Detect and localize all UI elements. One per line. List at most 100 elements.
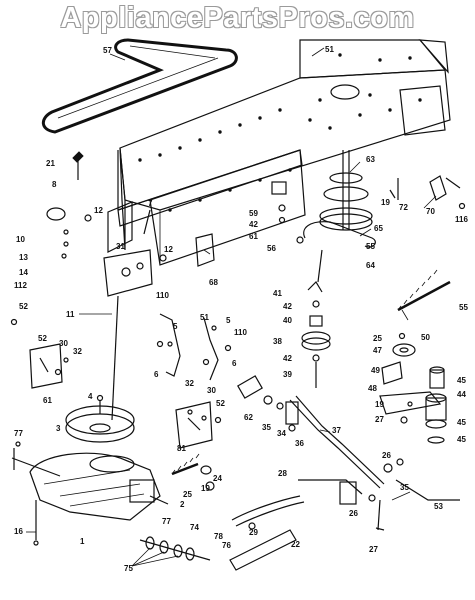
callout-50: 50 — [421, 333, 430, 342]
callout-55a: 55 — [366, 242, 375, 251]
callout-62: 62 — [244, 413, 253, 422]
callout-39: 39 — [283, 370, 292, 379]
watermark-text: AppliancePartsPros.com — [60, 2, 415, 34]
callout-5b: 5 — [226, 316, 231, 325]
drag-link — [229, 495, 305, 571]
callout-37: 37 — [332, 426, 341, 435]
callout-4: 4 — [88, 392, 93, 401]
knob-21 — [72, 151, 84, 163]
right-assembly — [379, 332, 447, 444]
callout-28: 28 — [278, 469, 287, 478]
callout-41: 41 — [273, 289, 282, 298]
washer-14 — [63, 241, 69, 247]
callout-34: 34 — [277, 429, 286, 438]
callout-75: 75 — [124, 564, 133, 573]
callout-12b: 12 — [164, 245, 173, 254]
shift-rod-11 — [111, 295, 119, 421]
callout-25a: 25 — [373, 334, 382, 343]
callout-5a: 5 — [173, 322, 178, 331]
transaxle-pulley — [65, 394, 135, 443]
callout-3: 3 — [56, 424, 61, 433]
callout-13: 13 — [19, 253, 28, 262]
callout-19a: 19 — [381, 198, 390, 207]
callout-112: 112 — [14, 281, 27, 290]
callout-61a: 61 — [249, 232, 258, 241]
callout-26a: 26 — [382, 451, 391, 460]
callout-29: 29 — [249, 528, 258, 537]
callout-51b: 51 — [200, 313, 209, 322]
callout-61b: 61 — [43, 396, 52, 405]
idler-bracket — [303, 221, 376, 248]
brake-linkage — [298, 458, 460, 531]
screw-61a — [278, 216, 286, 224]
callout-53: 53 — [434, 502, 443, 511]
callout-14: 14 — [19, 268, 28, 277]
callout-19c: 19 — [201, 484, 210, 493]
callout-12a: 12 — [94, 206, 103, 215]
callout-25b: 25 — [183, 490, 192, 499]
callout-68: 68 — [209, 278, 218, 287]
callout-51: 51 — [325, 45, 334, 54]
callout-32b: 32 — [185, 379, 194, 388]
callout-6a: 6 — [154, 370, 159, 379]
clutch-pulley — [319, 150, 373, 231]
callout-63: 63 — [366, 155, 375, 164]
pivot-bracket-31 — [103, 201, 153, 297]
callout-numbers: 57 51 21 8 12 10 31 7 13 14 112 12 68 59… — [14, 45, 468, 573]
callout-76: 76 — [222, 541, 231, 550]
callout-52c: 52 — [216, 399, 225, 408]
nut-12b — [159, 254, 167, 262]
callout-32a: 32 — [73, 347, 82, 356]
callout-59: 59 — [249, 209, 258, 218]
callout-48: 48 — [368, 384, 377, 393]
callout-7: 7 — [148, 199, 153, 208]
callout-49: 49 — [371, 366, 380, 375]
callout-72: 72 — [399, 203, 408, 212]
plate-68 — [195, 233, 215, 267]
callout-31: 31 — [116, 242, 125, 251]
callout-22: 22 — [291, 540, 300, 549]
callout-78: 78 — [214, 532, 223, 541]
callout-64: 64 — [366, 261, 375, 270]
callout-21: 21 — [46, 159, 55, 168]
spring-55 — [397, 280, 451, 312]
callout-42c: 42 — [283, 354, 292, 363]
callout-57: 57 — [103, 46, 112, 55]
callout-52a: 52 — [19, 302, 28, 311]
callout-35b: 35 — [400, 483, 409, 492]
washer-10 — [46, 207, 66, 221]
callout-35a: 35 — [262, 423, 271, 432]
callout-16: 16 — [14, 527, 23, 536]
belt-inner — [57, 45, 219, 119]
leader-lines — [26, 47, 437, 567]
nut-12a — [84, 214, 92, 222]
callout-52b: 52 — [38, 334, 47, 343]
callout-42b: 42 — [283, 302, 292, 311]
callout-81: 81 — [177, 444, 186, 453]
callout-74: 74 — [190, 523, 199, 532]
callout-26b: 26 — [349, 509, 358, 518]
frame — [117, 39, 451, 266]
callout-40: 40 — [283, 316, 292, 325]
transaxle — [11, 441, 161, 546]
cross-shaft — [237, 375, 385, 489]
callout-2: 2 — [180, 500, 185, 509]
callout-24: 24 — [213, 474, 222, 483]
callout-110a: 110 — [156, 291, 169, 300]
callout-77a: 77 — [14, 429, 23, 438]
callout-6b: 6 — [232, 359, 237, 368]
clip-2 — [149, 495, 169, 505]
callout-110b: 110 — [234, 328, 247, 337]
callout-38: 38 — [273, 337, 282, 346]
callout-70: 70 — [426, 207, 435, 216]
callout-10: 10 — [16, 235, 25, 244]
callout-56: 56 — [267, 244, 276, 253]
callout-45a: 45 — [457, 376, 466, 385]
left-brackets — [10, 318, 69, 389]
callout-27a: 27 — [375, 415, 384, 424]
callout-19b: 19 — [375, 400, 384, 409]
axle-hardware — [139, 536, 211, 561]
callout-8: 8 — [52, 180, 57, 189]
